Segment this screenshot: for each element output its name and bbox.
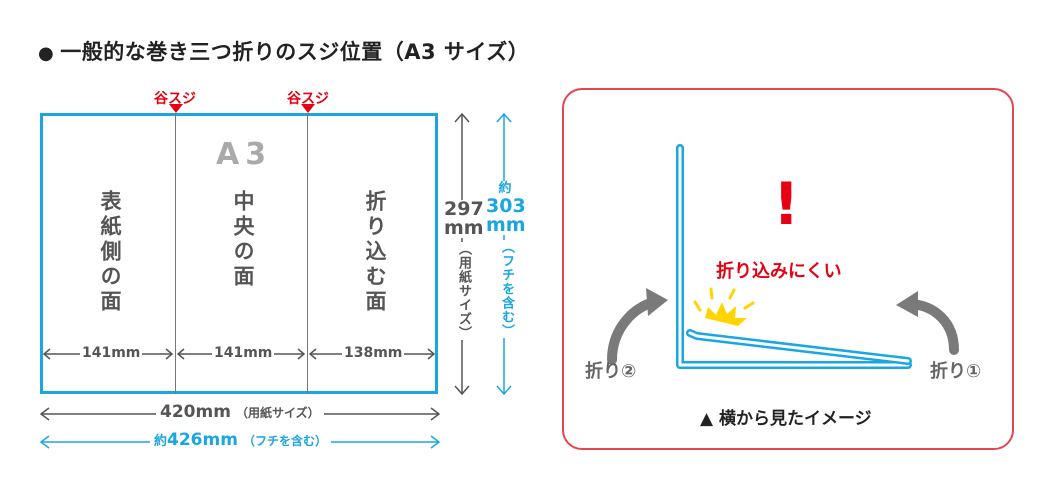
a3-sheet	[40, 113, 438, 394]
fold-line-left	[175, 113, 176, 394]
exclamation-icon: !	[773, 170, 800, 238]
impact-icon	[705, 302, 747, 326]
panel-label-cover: 表紙側の面	[98, 190, 122, 315]
height-full-value: 303	[486, 195, 526, 217]
side-view-caption: ▲ 横から見たイメージ	[700, 409, 872, 429]
bullet-icon: ●	[38, 43, 55, 64]
valley-fold-label-left: 谷スジ	[154, 91, 196, 107]
side-view-illustration	[607, 144, 959, 369]
side-view-panel	[562, 88, 1014, 450]
width-paper-note: （用紙サイズ）	[236, 406, 320, 420]
width-full-prefix: 約	[154, 434, 168, 449]
warning-text: 折り込みにくい	[716, 261, 842, 282]
width-paper-value: 420mm	[160, 402, 231, 422]
page-title: ●一般的な巻き三つ折りのスジ位置（A3 サイズ）	[38, 36, 529, 66]
panel-label-fold-in: 折り込む面	[363, 190, 387, 315]
valley-fold-marker-left-icon	[169, 104, 183, 113]
width-full-note: （フチを含む）	[243, 434, 328, 448]
width-paper-label: 420mm （用紙サイズ）	[156, 402, 324, 422]
width-left-panel: 141mm	[80, 345, 143, 361]
height-full-prefix: 約	[498, 181, 512, 196]
height-paper-note: （用紙サイズ）	[454, 242, 473, 340]
fold-arrow-left-icon	[607, 288, 668, 365]
fold-arrow-right-icon	[896, 291, 959, 355]
height-paper-label: 297 mm	[444, 198, 484, 239]
width-right-panel: 138mm	[342, 345, 405, 361]
height-paper-value: 297	[444, 198, 484, 220]
valley-fold-label-right: 谷スジ	[287, 91, 329, 107]
height-paper-unit: mm	[444, 217, 484, 239]
valley-fold-marker-right-icon	[301, 104, 315, 113]
fold-1-label: 折り①	[930, 361, 982, 382]
height-full-unit: mm	[486, 214, 526, 236]
height-full-label: 約 303 mm	[486, 181, 526, 236]
fold-line-right	[307, 113, 308, 394]
width-full-label: 約426mm （フチを含む）	[150, 430, 332, 450]
height-full-note: （フチを含む）	[497, 240, 516, 338]
fold-2-label: 折り②	[585, 361, 637, 382]
paper-size-label: A3	[216, 137, 273, 172]
panel-label-center: 中央の面	[231, 190, 255, 290]
width-full-value: 426mm	[167, 430, 238, 450]
title-text: 一般的な巻き三つ折りのスジ位置（A3 サイズ）	[60, 40, 530, 64]
width-center-panel: 141mm	[212, 345, 275, 361]
